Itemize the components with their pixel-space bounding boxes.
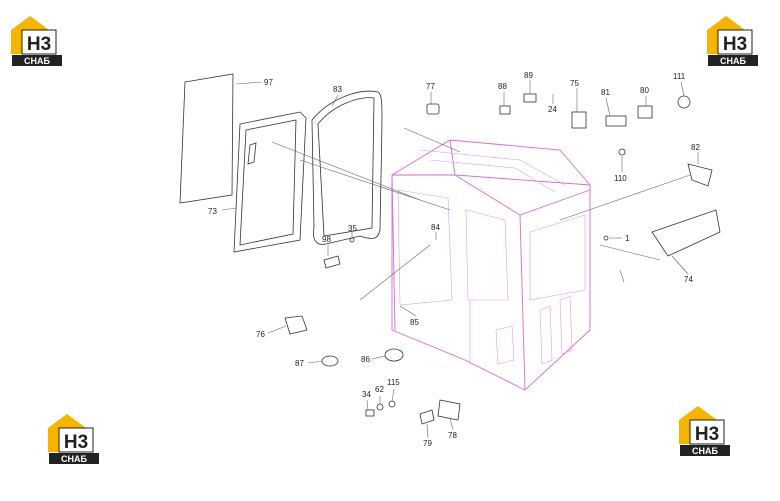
part-115	[388, 400, 396, 408]
label-83: 83	[333, 85, 342, 94]
label-87: 87	[295, 359, 304, 368]
bracket-82	[687, 163, 713, 187]
logo-word: СНАБ	[61, 454, 87, 464]
part-79	[419, 409, 435, 425]
label-89: 89	[524, 71, 533, 80]
label-82: 82	[691, 143, 700, 152]
label-111: 111	[673, 72, 686, 81]
part-76	[284, 315, 308, 335]
label-62: 62	[375, 385, 384, 394]
logo-mark: Н3	[27, 34, 51, 55]
part-62	[376, 403, 384, 411]
glass-panel-97	[179, 73, 234, 204]
label-34: 34	[362, 390, 371, 399]
part-number-labels: 97 73 83 98 35 77 88 89 24 75 81 80 111 …	[208, 71, 700, 448]
logo-word: СНАБ	[720, 56, 746, 66]
part-87	[321, 355, 339, 367]
bracket-78	[437, 399, 461, 421]
part-86	[384, 348, 404, 362]
logo-mark: Н3	[64, 432, 88, 453]
logo-bottom-right: Н3 СНАБ	[676, 404, 732, 456]
label-73: 73	[208, 207, 217, 216]
label-84: 84	[431, 223, 440, 232]
part-34	[365, 409, 375, 417]
part-111	[677, 95, 691, 109]
label-98: 98	[322, 235, 331, 244]
label-76: 76	[256, 330, 265, 339]
logo-bottom-left: Н3 СНАБ	[45, 412, 101, 464]
label-81: 81	[601, 88, 610, 97]
part-35	[349, 237, 355, 243]
label-80: 80	[640, 86, 649, 95]
label-115: 115	[387, 378, 400, 387]
part-81	[605, 115, 627, 127]
part-110	[618, 148, 626, 156]
logo-top-left: Н3 СНАБ	[8, 14, 64, 66]
part-89	[523, 93, 537, 103]
label-97: 97	[264, 78, 273, 87]
label-110: 110	[614, 174, 627, 183]
label-78: 78	[448, 431, 457, 440]
label-75: 75	[570, 79, 579, 88]
logo-top-right: Н3 СНАБ	[704, 14, 760, 66]
logo-word: СНАБ	[692, 446, 718, 456]
part-77	[426, 103, 440, 115]
part-98	[323, 255, 341, 269]
label-24: 24	[548, 105, 557, 114]
cab-body	[391, 139, 591, 391]
part-88	[499, 105, 511, 115]
label-86: 86	[361, 355, 370, 364]
label-85: 85	[410, 318, 419, 327]
part-75	[571, 111, 587, 129]
door-frame-73	[233, 111, 307, 253]
logo-word: СНАБ	[24, 56, 50, 66]
plate-74	[651, 209, 721, 257]
label-88: 88	[498, 82, 507, 91]
part-80	[637, 105, 653, 119]
logo-mark: Н3	[723, 34, 747, 55]
logo-mark: Н3	[695, 424, 719, 445]
label-1: 1	[625, 234, 630, 243]
label-74: 74	[684, 275, 693, 284]
part-1	[603, 235, 609, 241]
label-35: 35	[348, 224, 357, 233]
leader-lines	[221, 80, 699, 439]
label-79: 79	[423, 439, 432, 448]
label-77: 77	[426, 82, 435, 91]
door-seal-83	[311, 90, 383, 245]
